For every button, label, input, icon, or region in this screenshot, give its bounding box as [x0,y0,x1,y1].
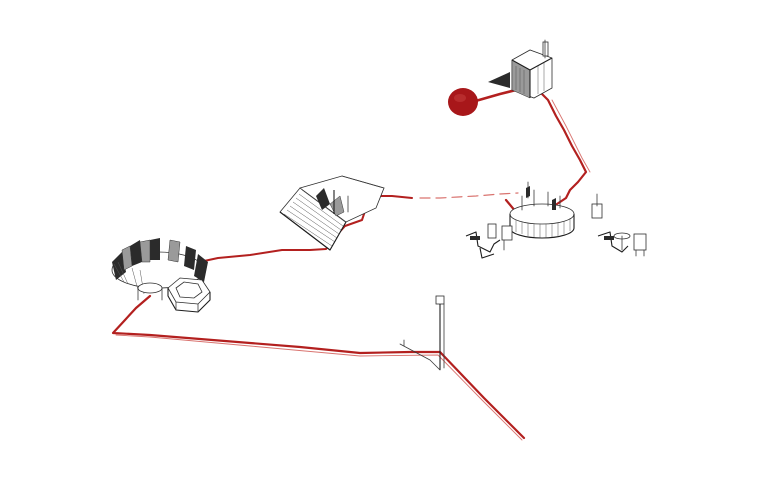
furniture-group-right [591,193,647,257]
red-disc-marker [448,88,478,116]
route-segment-bottom [111,294,526,440]
route-segment-dashed-link [419,192,519,199]
stair-terrace-structure [279,175,385,251]
pole-structure [399,295,445,371]
furniture-group-left [465,223,513,259]
ring-structure-right [509,181,575,239]
tower-structure [488,39,553,99]
route-segment-upper [504,90,588,220]
circular-structure-left [111,238,211,313]
route-segment-upper-shadow [551,99,591,173]
route-segment-bottom-shadow [115,334,523,441]
